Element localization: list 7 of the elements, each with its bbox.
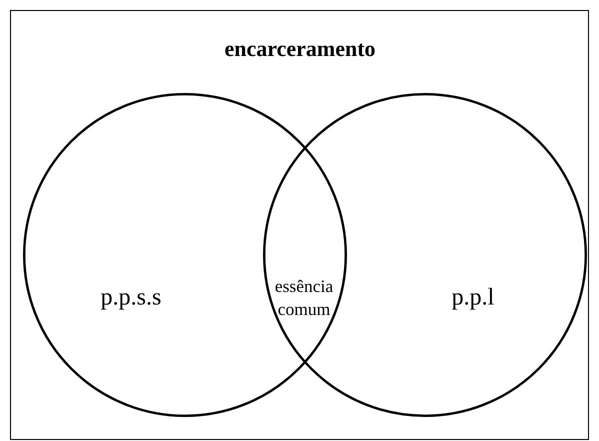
circle-label: p.p.l: [452, 284, 494, 312]
venn-circle: [263, 93, 587, 417]
venn-circle: [23, 93, 347, 417]
frame-box: [10, 10, 589, 440]
title: encarceramento: [224, 36, 376, 62]
circle-label: p.p.s.s: [100, 284, 162, 312]
overlap-label: essência comum: [274, 275, 334, 321]
